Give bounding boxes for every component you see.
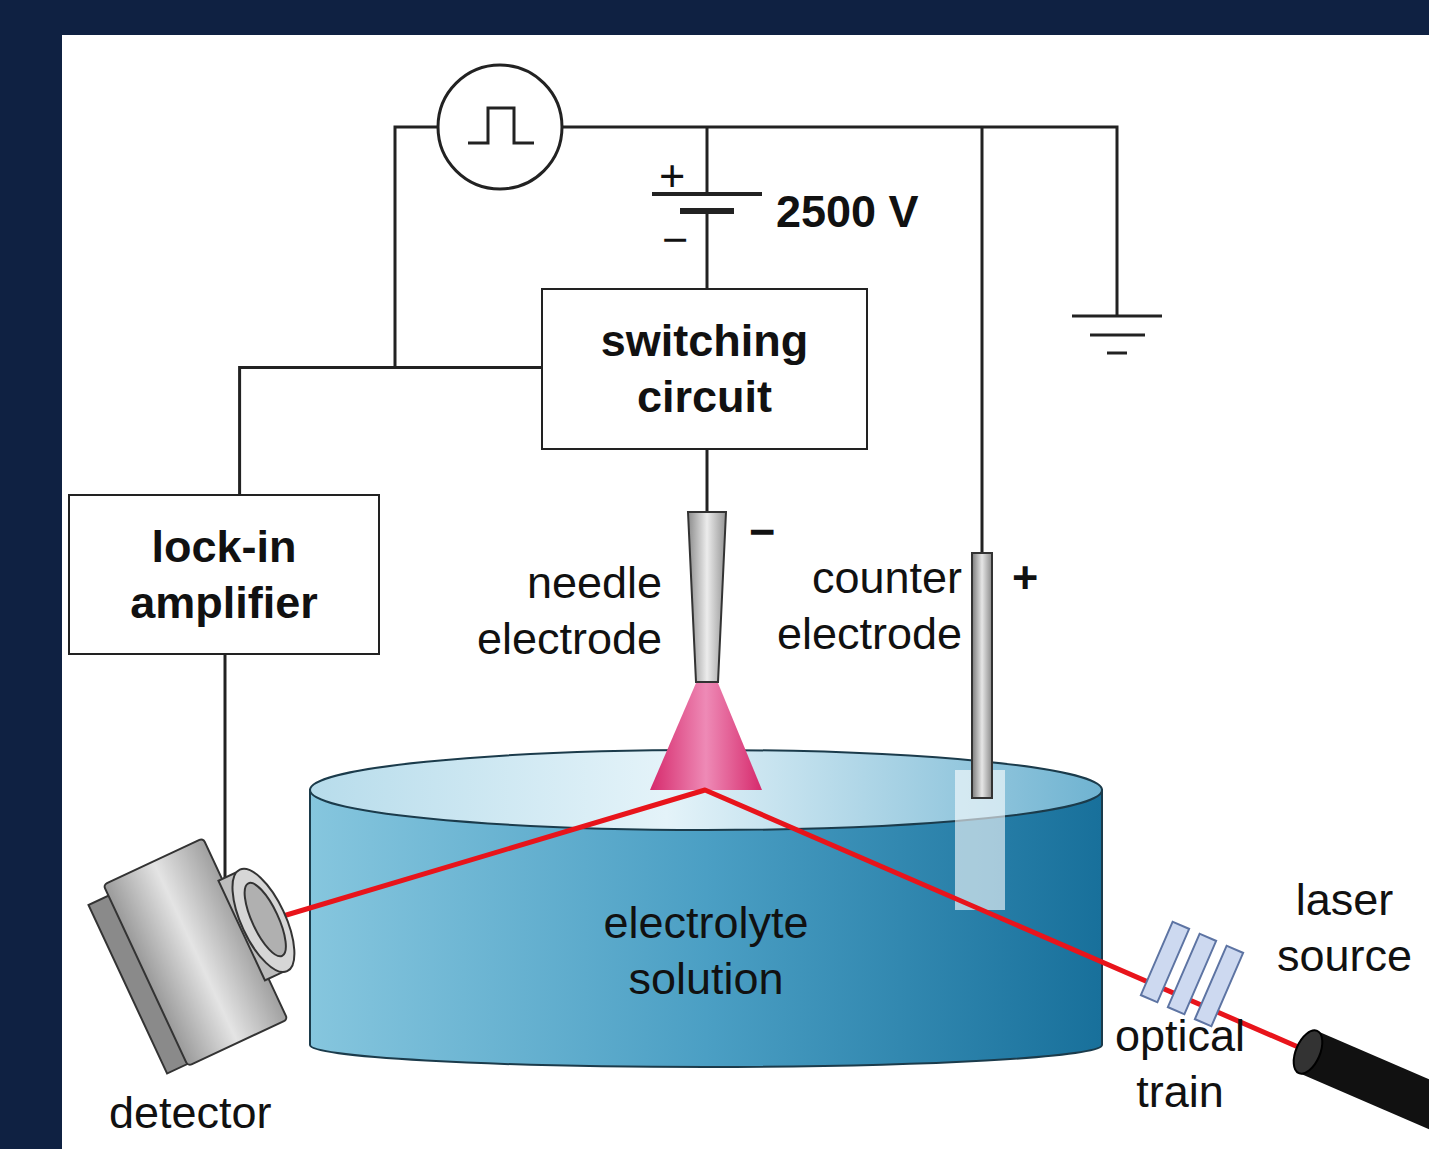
ground-line [1107, 352, 1127, 355]
node-label: lock-in amplifier [89, 519, 359, 631]
part-name-holder: counter electrode [777, 550, 962, 662]
electrode-immersed-part [955, 770, 1005, 910]
optical-train [1141, 922, 1243, 1027]
battery-short-plate [680, 208, 734, 214]
pulse-generator [438, 65, 562, 189]
ground-symbol [1072, 316, 1162, 353]
detector-side [88, 893, 192, 1073]
square-wave-symbol [468, 108, 534, 143]
counter-wire [981, 127, 984, 553]
part-name: laser source [1277, 872, 1412, 984]
detector-camera [83, 820, 325, 1075]
polarity-sign: − [749, 504, 775, 560]
cylinder-body [310, 790, 1102, 1067]
polarity-sign-holder: − [749, 504, 775, 560]
battery-wire-top [706, 127, 709, 193]
laser-beam [263, 790, 1305, 1050]
detector-lens-inner [237, 878, 294, 961]
needle-wire [706, 450, 709, 512]
counter-electrode [972, 553, 992, 798]
part-name: needle electrode [477, 555, 662, 667]
white-panel [62, 35, 1429, 1149]
laser-aperture [1288, 1026, 1328, 1078]
detector-wire [224, 655, 227, 878]
optic-plate [1141, 922, 1189, 1003]
detector-lens-barrel [218, 871, 284, 980]
polarity-sign: + [1012, 550, 1038, 606]
signal-wire [240, 367, 541, 494]
node-label: electrolyte solution [546, 895, 866, 1007]
detector-lens [220, 860, 307, 980]
polarity-sign: − [662, 212, 688, 268]
plasma-cone [650, 683, 762, 790]
pulse-wire [395, 127, 438, 367]
optic-plate [1195, 946, 1243, 1027]
part-name: optical train [1115, 1008, 1245, 1120]
part-name-holder: detector [109, 1085, 272, 1141]
polarity-sign-holder: + [1012, 550, 1038, 606]
part-name-holder: laser source [1277, 872, 1412, 984]
needle-electrode [688, 512, 726, 682]
switching-circuit-box: switching circuit [541, 288, 868, 450]
part-name-holder: optical train [1115, 1008, 1245, 1120]
laser-body [1308, 1052, 1429, 1122]
part-name: counter electrode [777, 550, 962, 662]
voltage-value: 2500 V [776, 184, 919, 240]
ground-line [1090, 334, 1145, 337]
ground-line [1072, 315, 1162, 318]
polarity-sign: + [659, 148, 685, 204]
battery-wire-bottom [706, 211, 709, 288]
optic-plate [1168, 934, 1216, 1015]
lock-in-amplifier-box: lock-in amplifier [68, 494, 380, 655]
liquid-surface [310, 750, 1102, 830]
part-name-holder: needle electrode [477, 555, 662, 667]
polarity-sign-holder: − [662, 212, 688, 268]
voltage-value-holder: 2500 V [776, 184, 919, 240]
part-name: detector [109, 1085, 272, 1141]
polarity-sign-holder: + [659, 148, 685, 204]
laser-source [1288, 1026, 1429, 1122]
detector-body [103, 838, 287, 1066]
node-label: switching circuit [565, 313, 845, 425]
electrolyte-cylinder: electrolyte solution [308, 748, 1104, 1070]
